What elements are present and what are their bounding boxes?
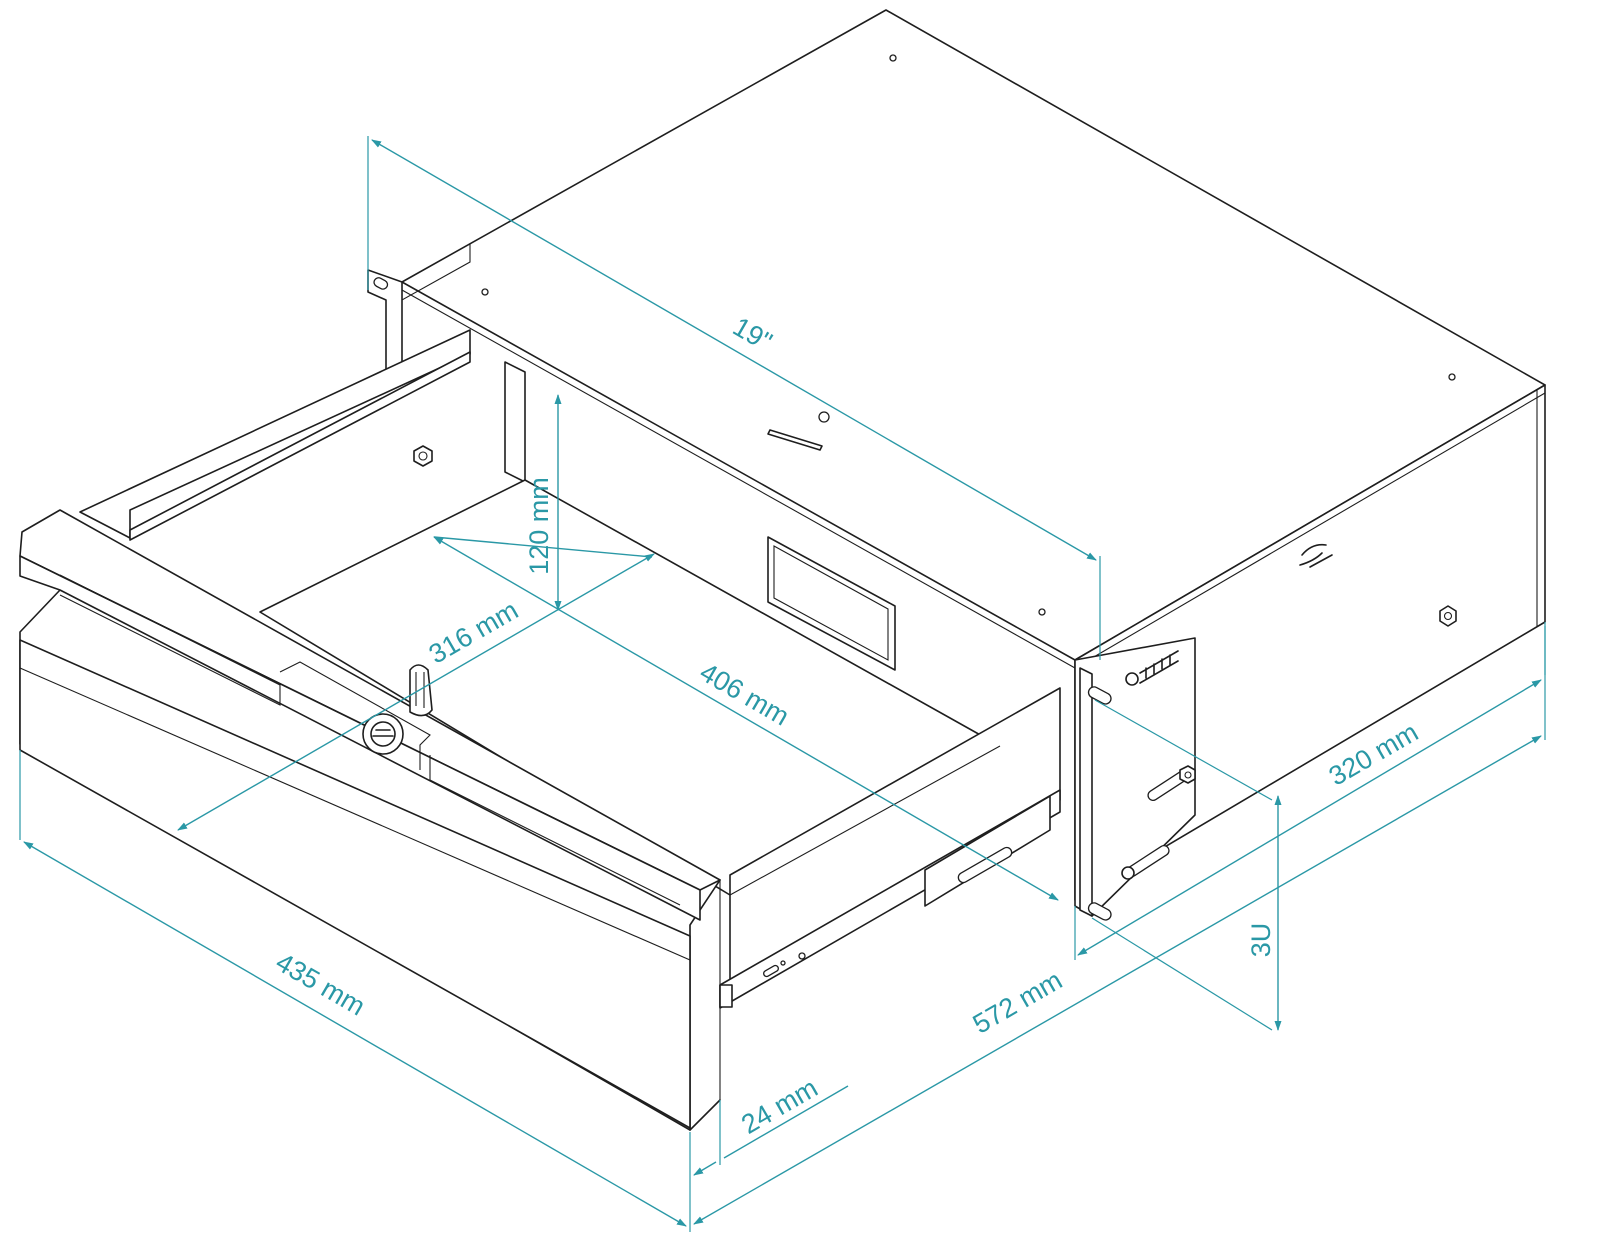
hex-nut-icon [1439, 605, 1457, 627]
hex-nut-icon [413, 445, 433, 467]
screw-hole [1038, 608, 1046, 616]
label-572mm: 572 mm [968, 965, 1067, 1040]
screw-hole [889, 54, 897, 62]
label-24mm: 24 mm [736, 1073, 822, 1140]
dim-line-19in [371, 139, 1097, 561]
screw-hole [1448, 373, 1456, 381]
bolt-icon [1125, 650, 1179, 686]
dim-line-24mm-leader [723, 1085, 849, 1159]
label-435mm: 435 mm [271, 947, 370, 1022]
brand-logo-icon [1299, 543, 1333, 568]
dimension-lines [19, 136, 1546, 1232]
screw-hole [818, 411, 830, 423]
label-120mm: 120 mm [524, 477, 554, 575]
right-rack-ear [1074, 637, 1196, 921]
dim-line-435mm [23, 841, 687, 1227]
label-3u: 3U [1246, 923, 1276, 958]
bolt-icon [1179, 765, 1196, 784]
dim-line-320mm [1077, 679, 1542, 956]
dim-line-24mm [693, 1161, 717, 1176]
drawer-back-wall [79, 329, 471, 539]
screw-hole [481, 288, 489, 296]
left-rack-ear [367, 269, 403, 379]
bolt-icon [1121, 866, 1135, 880]
